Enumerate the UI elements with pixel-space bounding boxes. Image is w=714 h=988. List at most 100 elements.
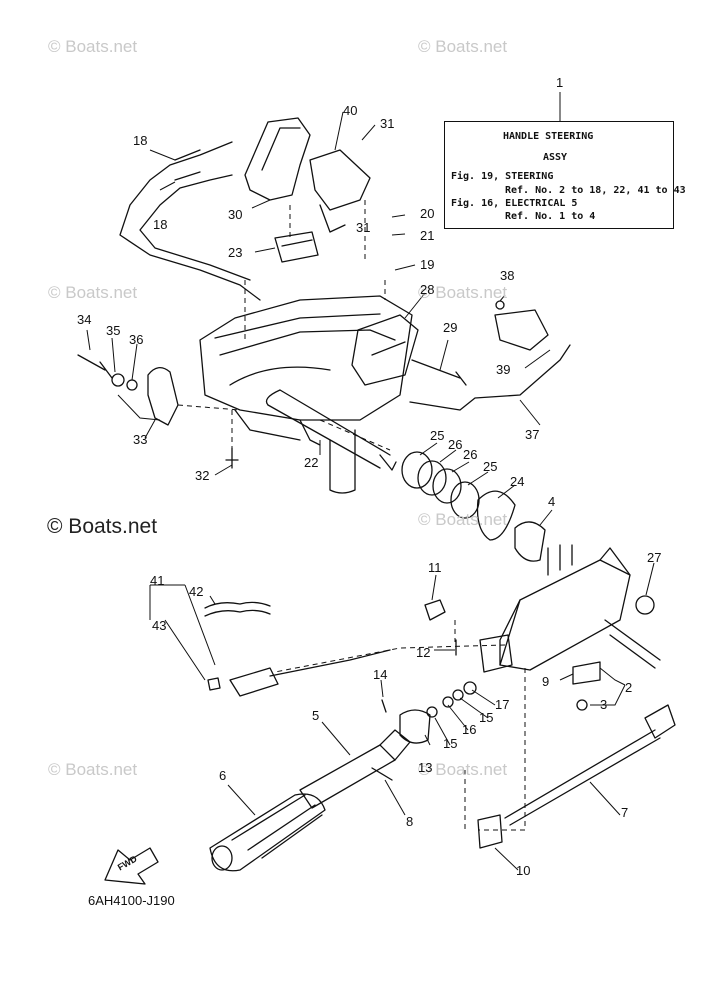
- callout-35: 35: [106, 323, 121, 338]
- lanyard-42: [204, 601, 271, 617]
- callout-29: 29: [443, 320, 458, 335]
- callout-8: 8: [406, 814, 414, 829]
- ref-title-1: HANDLE STEERING: [503, 131, 594, 142]
- diagram-code: 6AH4100-J190: [88, 893, 175, 908]
- part-11: [424, 599, 446, 621]
- callout-19: 19: [420, 257, 435, 272]
- callout-21: 21: [420, 228, 435, 243]
- rod-37: [409, 344, 571, 411]
- grip-6: [209, 793, 326, 872]
- callout-38: 38: [500, 268, 515, 283]
- washer-15a: [426, 706, 438, 718]
- watermark: © Boats.net: [48, 37, 138, 56]
- callout-25b: 25: [483, 459, 498, 474]
- ref-line-3: Fig. 19, STEERING: [451, 171, 554, 182]
- main-watermark: © Boats.net: [47, 515, 158, 538]
- ref-line-6: Ref. No. 1 to 4: [505, 211, 596, 222]
- screw-8: [371, 767, 393, 781]
- callout-37: 37: [525, 427, 540, 442]
- callout-32: 32: [195, 468, 210, 483]
- callout-18a: 18: [133, 133, 148, 148]
- watermark: © Boats.net: [48, 283, 138, 302]
- callout-39: 39: [496, 362, 511, 377]
- callout-15a: 15: [443, 736, 458, 751]
- stop-switch-41: [229, 667, 279, 697]
- callout-15b: 15: [479, 710, 494, 725]
- plate-9: [572, 661, 601, 685]
- callout-12: 12: [416, 645, 431, 660]
- leader-lines: [86, 92, 655, 871]
- washer-15b: [452, 689, 464, 701]
- shaft-7: [504, 729, 661, 826]
- washer-36: [126, 379, 138, 391]
- callout-24: 24: [510, 474, 525, 489]
- callout-22: 22: [304, 455, 319, 470]
- screw-3: [576, 699, 588, 711]
- tiller-handle-body: [479, 544, 631, 673]
- callout-28: 28: [420, 282, 435, 297]
- watermark: © Boats.net: [48, 760, 138, 779]
- cap-43: [207, 677, 221, 691]
- callout-1: 1: [556, 75, 564, 90]
- washer-17: [463, 681, 477, 695]
- ref-line-5: Fig. 16, ELECTRICAL 5: [451, 198, 578, 209]
- callout-40: 40: [343, 103, 358, 118]
- callout-3: 3: [600, 697, 608, 712]
- callout-11: 11: [428, 560, 442, 575]
- switch-39: [494, 309, 549, 351]
- bushing-4: [514, 521, 546, 562]
- callout-25a: 25: [430, 428, 445, 443]
- throttle-cables: [119, 141, 261, 301]
- callout-10: 10: [516, 863, 531, 878]
- callout-2: 2: [625, 680, 633, 695]
- watermark: © Boats.net: [418, 760, 508, 779]
- seal-rings: [401, 451, 480, 519]
- callout-41: 41: [150, 573, 165, 588]
- callout-31b: 31: [356, 220, 371, 235]
- screw-32: [225, 447, 239, 469]
- clamp-33: [147, 367, 179, 426]
- callout-26b: 26: [463, 447, 478, 462]
- screw-14: [381, 699, 387, 713]
- callout-9: 9: [542, 674, 550, 689]
- cable-ends: [604, 619, 661, 669]
- callout-33: 33: [133, 432, 148, 447]
- bolt-34: [77, 354, 113, 379]
- callout-34: 34: [77, 312, 92, 327]
- bolt-29: [411, 359, 467, 386]
- callout-18b: 18: [153, 217, 168, 232]
- callout-17: 17: [495, 697, 510, 712]
- bushing-24: [476, 490, 516, 541]
- callout-6: 6: [219, 768, 227, 783]
- watermark: © Boats.net: [418, 510, 508, 529]
- steering-bracket-housing: [199, 295, 413, 494]
- callout-42: 42: [189, 584, 204, 599]
- callout-5: 5: [312, 708, 320, 723]
- callout-23: 23: [228, 245, 243, 260]
- callout-13: 13: [418, 760, 433, 775]
- steering-shaft: [265, 389, 397, 471]
- fwd-arrow: [104, 847, 159, 885]
- plate-23: [274, 231, 319, 263]
- callout-31a: 31: [380, 116, 395, 131]
- callout-30: 30: [228, 207, 243, 222]
- callout-43: 43: [152, 618, 167, 633]
- ref-line-4: Ref. No. 2 to 18, 22, 41 to 43: [505, 185, 686, 196]
- ref-title-2: ASSY: [543, 152, 568, 163]
- watermark: © Boats.net: [418, 37, 508, 56]
- callout-20: 20: [420, 206, 435, 221]
- bracket-10: [477, 814, 503, 849]
- callout-26a: 26: [448, 437, 463, 452]
- washer-35: [111, 373, 125, 387]
- reference-box: HANDLE STEERING ASSY Fig. 19, STEERING R…: [444, 121, 686, 229]
- callout-36: 36: [129, 332, 144, 347]
- washer-27: [635, 595, 655, 615]
- spring-16: [442, 696, 454, 708]
- leader-dashed-lines: [177, 200, 526, 831]
- handle-bracket: [244, 117, 371, 233]
- callout-7: 7: [621, 805, 629, 820]
- callout-14: 14: [373, 667, 388, 682]
- throttle-shaft-5: [299, 744, 396, 809]
- watermark: © Boats.net: [418, 283, 508, 302]
